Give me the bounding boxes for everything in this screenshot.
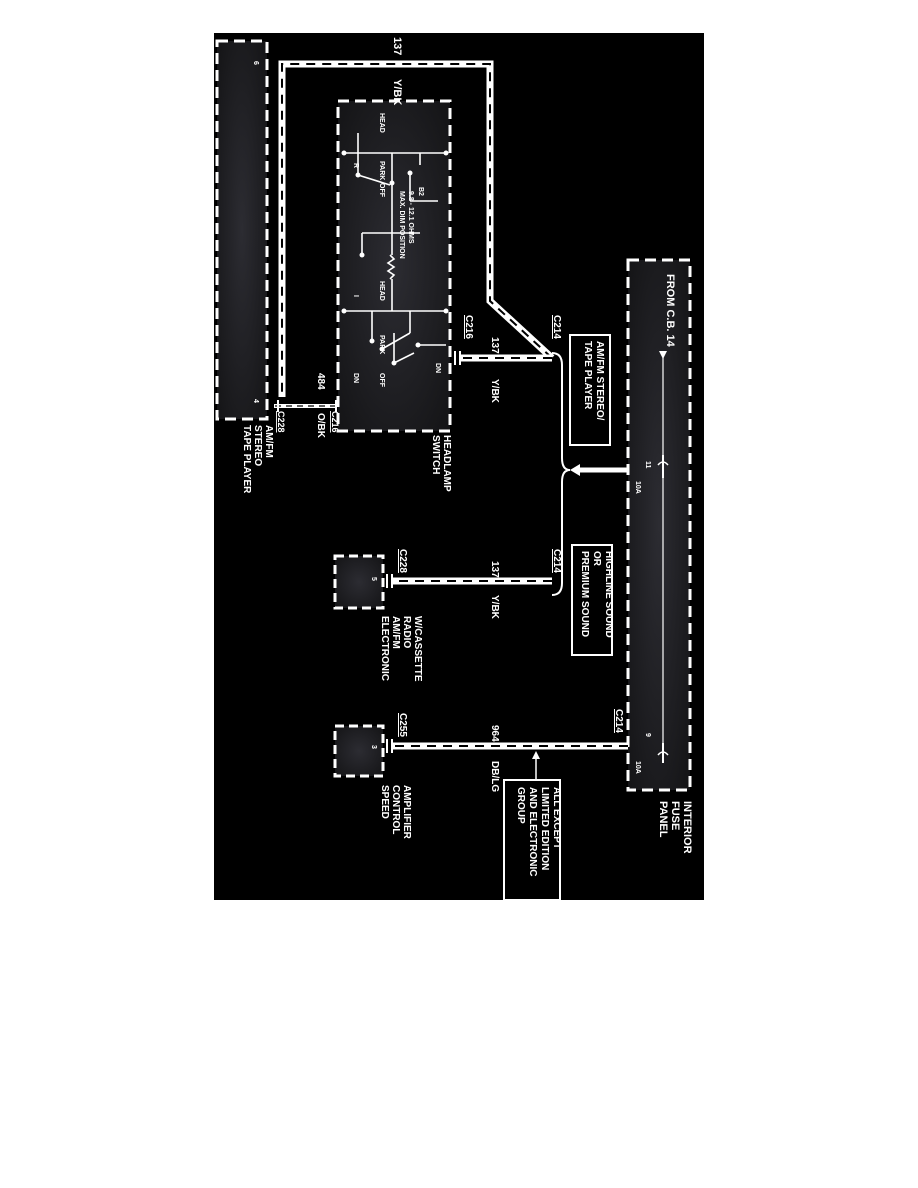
svg-text:CONTROL: CONTROL xyxy=(390,785,401,834)
amplifier-box xyxy=(333,724,385,778)
fuse-pin-9: 9 xyxy=(644,733,651,737)
rheostat-note: 9.8 - 12.1 OHMS MAX. DIM POSITION xyxy=(398,191,414,259)
radio-box xyxy=(333,554,385,610)
speed-control-amplifier: 3 SPEED CONTROL AMPLIFIER xyxy=(333,724,412,840)
am-fm-tape-player: 6 4 AM/FM STEREO TAPE PLAYER C228 xyxy=(215,39,286,494)
svg-text:OR: OR xyxy=(591,551,602,567)
svg-text:RADIO: RADIO xyxy=(401,616,412,648)
switch-label-dn-1: DN xyxy=(352,373,359,383)
rheostat-label: B2 xyxy=(417,187,424,196)
feed-arrow-icon xyxy=(570,464,580,476)
switch-circuitry xyxy=(344,133,446,364)
svg-text:MAX. DIM POSITION: MAX. DIM POSITION xyxy=(398,191,405,259)
c255-label: C255 xyxy=(397,713,408,737)
fuse-panel-label: INTERIOR FUSE PANEL xyxy=(657,801,693,854)
radio-label: ELECTRONIC AM/FM RADIO W/CASSETTE xyxy=(379,616,423,682)
svg-text:ELECTRONIC: ELECTRONIC xyxy=(379,616,390,681)
fuse-pin-10a: 10A xyxy=(634,481,641,494)
svg-text:FUSE: FUSE xyxy=(669,801,681,830)
svg-text:AND ELECTRONIC: AND ELECTRONIC xyxy=(527,787,538,876)
wire-137-upper xyxy=(278,60,555,397)
svg-text:PANEL: PANEL xyxy=(657,801,669,838)
branch-bracket xyxy=(551,352,571,596)
amplifier-label: SPEED CONTROL AMPLIFIER xyxy=(379,785,412,840)
tape-player-pin-4: 4 xyxy=(252,399,259,403)
wiring-diagram: FROM C.B. 14 11 10A 9 10A INTERIOR FUSE … xyxy=(215,37,693,900)
c216-upper-label: C216 xyxy=(463,315,474,339)
switch-label-r: R xyxy=(352,163,359,168)
bus-arrow-icon xyxy=(659,351,667,359)
svg-text:AM/FM: AM/FM xyxy=(390,616,401,649)
c216-lower-label: C216 xyxy=(330,411,340,433)
wire-obk-label: O/BK xyxy=(315,413,326,439)
svg-text:AMPLIFIER: AMPLIFIER xyxy=(401,785,412,840)
svg-text:ALL EXCEPT: ALL EXCEPT xyxy=(551,787,562,849)
c214-middle-label: C214 xyxy=(551,549,562,573)
fuse-9-icon xyxy=(657,751,669,756)
headlamp-switch-box xyxy=(336,99,452,433)
svg-text:LIMITED EDITION: LIMITED EDITION xyxy=(539,787,550,870)
svg-text:PREMIUM SOUND: PREMIUM SOUND xyxy=(579,551,590,637)
c228-radio-label: C228 xyxy=(397,549,408,573)
fuse-pin-11: 11 xyxy=(644,461,651,469)
amplifier-pin-3: 3 xyxy=(370,745,377,749)
headlamp-switch: HEAD PARK OFF R B2 9.8 - 12.1 OHMS MAX. … xyxy=(336,99,452,492)
wire-ybk-c216-label: Y/BK xyxy=(489,379,500,404)
tape-player-connector: C228 xyxy=(276,411,286,433)
svg-text:W/CASSETTE: W/CASSETTE xyxy=(412,616,423,682)
svg-text:SPEED: SPEED xyxy=(379,785,390,819)
switch-pos-park-1: PARK xyxy=(378,161,385,180)
note-arrow-icon xyxy=(532,751,540,759)
radio-pin-5: 5 xyxy=(370,577,377,581)
switch-label-dn-2: DN xyxy=(434,363,441,373)
svg-text:GROUP: GROUP xyxy=(515,787,526,824)
wire-964-label: 964 xyxy=(489,725,500,742)
tape-player-pin-6: 6 xyxy=(252,61,259,65)
wire-137-c228-label: 137 xyxy=(489,561,500,578)
svg-text:AM/FM STEREO/: AM/FM STEREO/ xyxy=(594,341,605,421)
wire-dblg-label: DB/LG xyxy=(489,761,500,792)
svg-text:STEREO: STEREO xyxy=(252,425,263,466)
switch-pos-park-2: PARK xyxy=(378,335,385,354)
switch-pos-head-2: HEAD xyxy=(378,281,385,301)
headlamp-switch-label: HEADLAMP SWITCH xyxy=(430,435,452,492)
wire-ybk-top-label: Y/BK xyxy=(391,79,403,105)
note-box: ALL EXCEPT LIMITED EDITION AND ELECTRONI… xyxy=(503,751,562,900)
switch-label-i: I xyxy=(352,295,359,297)
wire-ybk-c228-label: Y/BK xyxy=(489,595,500,620)
svg-text:9.8 - 12.1 OHMS: 9.8 - 12.1 OHMS xyxy=(407,191,414,244)
fuse-pin-10a-b: 10A xyxy=(634,761,641,774)
wire-labels: 137 Y/BK C214 C216 137 Y/BK 484 O/BK C21… xyxy=(315,37,562,792)
branch-box-highline: HIGHLINE SOUND OR PREMIUM SOUND xyxy=(571,544,614,656)
tape-player-label: AM/FM STEREO TAPE PLAYER xyxy=(241,425,274,494)
wiring-diagram-panel: FROM C.B. 14 11 10A 9 10A INTERIOR FUSE … xyxy=(214,33,704,900)
electronic-radio: 5 ELECTRONIC AM/FM RADIO W/CASSETTE xyxy=(333,554,423,682)
fuse-panel-box xyxy=(626,258,692,792)
svg-text:TAPE PLAYER: TAPE PLAYER xyxy=(241,425,252,494)
svg-text:HIGHLINE SOUND: HIGHLINE SOUND xyxy=(603,551,614,638)
svg-text:AM/FM: AM/FM xyxy=(263,425,274,458)
switch-contacts xyxy=(341,150,449,366)
switch-pos-head-1: HEAD xyxy=(378,113,385,133)
fuse-panel: FROM C.B. 14 11 10A 9 10A INTERIOR FUSE … xyxy=(613,258,693,854)
svg-text:HEADLAMP: HEADLAMP xyxy=(441,435,452,492)
svg-text:SWITCH: SWITCH xyxy=(430,435,441,474)
switch-pos-off-1: OFF xyxy=(378,183,385,198)
wire-137-top-label: 137 xyxy=(391,37,403,55)
svg-text:TAPE PLAYER: TAPE PLAYER xyxy=(582,341,593,410)
wire-484-label: 484 xyxy=(315,373,326,390)
tape-player-box xyxy=(215,39,269,421)
switch-pos-off-2: OFF xyxy=(378,373,385,388)
fuse-panel-source: FROM C.B. 14 xyxy=(664,274,676,348)
fuse-11-icon xyxy=(657,461,669,466)
branch-box-am-fm: AM/FM STEREO/ TAPE PLAYER xyxy=(569,334,611,446)
svg-text:INTERIOR: INTERIOR xyxy=(681,801,693,854)
wire-137-c216-label: 137 xyxy=(489,337,500,354)
connector-caps xyxy=(277,351,461,753)
fuse-panel-connector: C214 xyxy=(613,709,624,733)
c214-upper-label: C214 xyxy=(551,315,562,339)
